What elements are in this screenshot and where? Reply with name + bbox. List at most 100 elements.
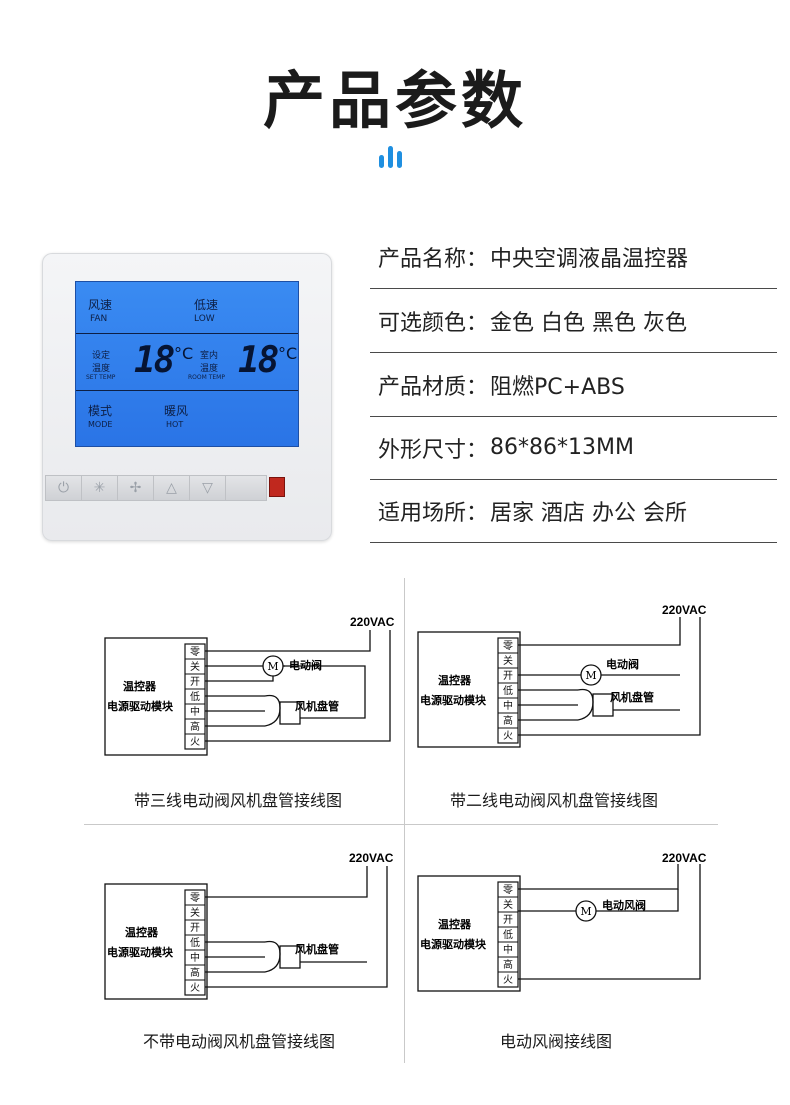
terminal-label: 关 [503,898,513,911]
fan-label-cn: 风速 [88,298,113,312]
room-temp-unit: °C [278,344,298,363]
terminal-label: 低 [503,684,513,697]
terminal-label: 低 [190,690,200,703]
indicator-led [269,477,285,497]
terminal-label: 火 [190,982,200,994]
terminal-label: 零 [190,892,200,904]
spec-label: 外形尺寸： [378,437,489,463]
spec-label: 可选颜色： [378,310,489,336]
snowflake-icon: ✳ [81,475,118,501]
spec-label: 产品名称： [378,246,489,272]
device-button-row: ⏻ ✳ ✢ △ ▽ [45,475,327,501]
diagram-two-wire-valve: 温控器 电源驱动模块 零 关 开 低 中 高 火 M 电动阀 风机盘管 22 [417,603,707,748]
up-arrow-icon: △ [153,475,190,501]
diagram-box-subtitle: 电源驱动模块 [420,937,487,951]
terminal-label: 中 [503,699,513,712]
terminal-label: 开 [503,915,513,926]
terminal-label: 火 [503,730,513,742]
terminal-label: 高 [503,958,513,971]
spec-row-usage: 适用场所：居家 酒店 办公 会所 [370,479,777,543]
terminal-label: 高 [190,720,200,733]
spec-value: 阻燃PC+ABS [490,374,625,400]
coil-label: 风机盘管 [295,942,339,956]
spec-row-color: 可选颜色：金色 白色 黑色 灰色 [370,289,777,353]
voltage-label: 220VAC [350,615,395,629]
room-label-en: ROOM TEMP [188,374,225,381]
spec-value: 居家 酒店 办公 会所 [490,500,687,526]
accent-bars-icon [379,146,411,168]
set-temp-unit: °C [174,344,194,363]
terminal-label: 火 [190,736,200,748]
mode-label-cn: 模式 [88,404,113,418]
set-label-cn-1: 设定 [92,351,111,361]
page-title: 产品参数 [262,64,527,137]
lcd-divider-bottom [76,390,298,391]
terminal-label: 高 [190,966,200,979]
diagram-box-title: 温控器 [438,917,472,931]
voltage-label: 220VAC [662,603,707,617]
mode-label-en: MODE [88,420,113,429]
diagram-divider-horizontal [84,824,718,825]
motor-label: 电动阀 [289,658,322,672]
motor-icon: M [267,660,278,673]
spec-value: 中央空调液晶温控器 [490,246,689,272]
terminal-label: 关 [190,660,200,673]
terminal-label: 开 [190,677,200,688]
terminal-label: 低 [190,936,200,949]
terminal-label: 中 [503,943,513,956]
diagram-box-title: 温控器 [438,673,472,687]
terminal-label: 火 [503,974,513,986]
spec-label: 适用场所： [378,500,489,526]
diagram-caption: 带二线电动阀风机盘管接线图 [450,791,659,810]
terminal-label: 零 [190,646,200,658]
device-blank-button [225,475,267,501]
terminal-label: 开 [190,923,200,934]
down-arrow-icon: ▽ [189,475,226,501]
diagram-air-damper: 温控器 电源驱动模块 零 关 开 低 中 高 火 M 电动风阀 220VAC [417,851,707,992]
diagram-box-title: 温控器 [123,679,157,693]
set-label-cn-2: 温度 [92,364,111,374]
spec-value: 金色 白色 黑色 灰色 [490,310,687,336]
voltage-label: 220VAC [662,851,707,865]
diagram-divider-vertical [404,578,405,1063]
thermostat-image: 风速 FAN 低速 LOW 设定 温度 SET TEMP 18 °C 室内 温度… [42,253,332,541]
lcd-screen: 风速 FAN 低速 LOW 设定 温度 SET TEMP 18 °C 室内 温度… [75,281,299,447]
mode-value-cn: 暖风 [164,404,189,418]
mode-value-en: HOT [166,420,184,429]
terminal-label: 零 [503,884,513,896]
motor-label: 电动风阀 [602,898,646,912]
motor-label: 电动阀 [606,657,639,671]
diagram-no-valve: 温控器 电源驱动模块 零 关 开 低 中 高 火 风机盘管 220VAC [104,851,394,1000]
coil-label: 风机盘管 [610,690,654,704]
coil-label: 风机盘管 [295,699,339,713]
terminal-label: 中 [190,705,200,718]
room-label-cn-2: 温度 [200,364,219,374]
voltage-label: 220VAC [349,851,394,865]
set-temp-value: 18 [134,340,175,381]
diagram-box-title: 温控器 [125,925,159,939]
room-label-cn-1: 室内 [200,351,219,361]
diagram-box-subtitle: 电源驱动模块 [107,945,174,959]
fan-value-cn: 低速 [194,298,219,312]
fan-value-en: LOW [194,314,215,324]
diagram-box-subtitle: 电源驱动模块 [107,699,174,713]
fan-icon: ✢ [117,475,154,501]
terminal-label: 关 [503,654,513,667]
spec-row-name: 产品名称：中央空调液晶温控器 [370,225,777,289]
diagram-three-wire-valve: 温控器 电源驱动模块 零 关 开 低 中 高 火 M 电动阀 风机盘管 [104,615,395,756]
spec-value: 86*86*13MM [490,435,634,460]
terminal-label: 高 [503,714,513,727]
diagram-caption: 带三线电动阀风机盘管接线图 [134,791,343,810]
spec-row-size: 外形尺寸：86*86*13MM [370,416,777,480]
motor-icon: M [585,669,596,682]
lcd-divider-top [76,333,298,334]
room-temp-value: 18 [238,340,279,381]
diagram-caption: 电动风阀接线图 [500,1032,613,1051]
set-label-en: SET TEMP [86,374,116,381]
terminal-label: 中 [190,951,200,964]
motor-icon: M [580,905,591,918]
terminal-label: 关 [190,906,200,919]
fan-label-en: FAN [90,314,108,324]
spec-row-material: 产品材质：阻燃PC+ABS [370,353,777,417]
